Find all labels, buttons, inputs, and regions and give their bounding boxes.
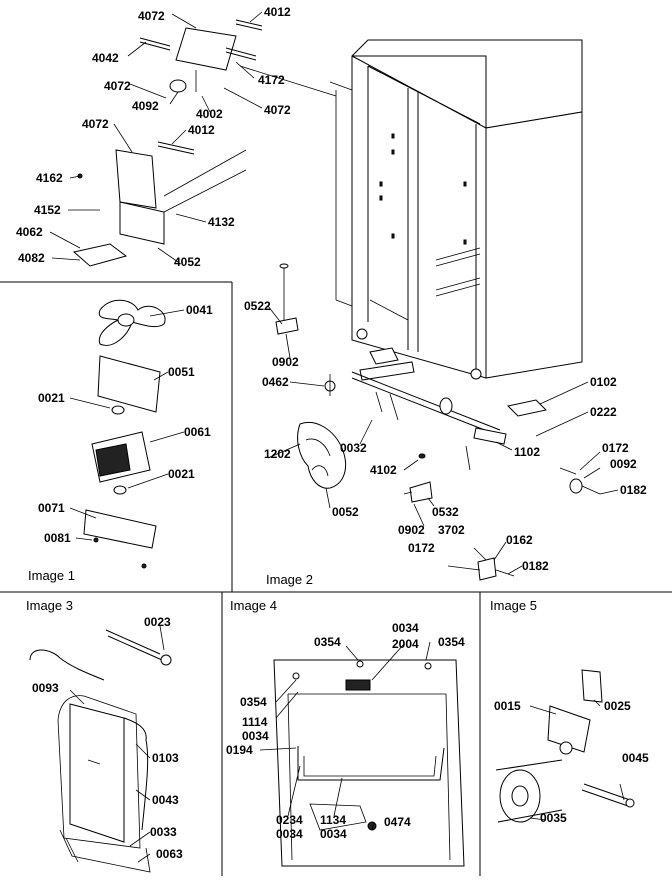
part-label: 4072	[138, 9, 165, 23]
evaporator-fan-bracket-4002	[139, 19, 337, 97]
part-label: 0071	[38, 501, 65, 515]
part-label: 0034	[392, 621, 419, 635]
part-labels: 4072 4012 4042 4172 4072 4092 4002 4072 …	[16, 5, 649, 861]
part-label: 1202	[264, 447, 291, 461]
part-label: 0041	[186, 303, 213, 317]
part-label: 0043	[152, 793, 179, 807]
part-label: 4092	[132, 99, 159, 113]
part-label: 0051	[168, 365, 195, 379]
part-label: 0025	[604, 699, 631, 713]
part-label: 4052	[174, 255, 201, 269]
part-label: 0034	[320, 827, 347, 841]
part-label: 0354	[240, 695, 267, 709]
part-label: 4162	[36, 171, 63, 185]
caption-image-1: Image 1	[28, 568, 75, 583]
caption-image-2: Image 2	[266, 572, 313, 587]
evaporator-coil	[29, 629, 172, 873]
part-label: 0902	[398, 523, 425, 537]
part-label: 0034	[276, 827, 303, 841]
part-label: 0063	[156, 847, 183, 861]
part-label: 0081	[44, 531, 71, 545]
part-label: 4132	[208, 215, 235, 229]
part-label: 0222	[590, 405, 617, 419]
part-label: 4012	[264, 5, 291, 19]
fan-shroud-0052	[297, 422, 346, 489]
part-label: 0052	[332, 505, 359, 519]
part-label: 4172	[258, 73, 285, 87]
refrigerator-cabinet	[329, 39, 583, 380]
part-label: 0032	[340, 441, 367, 455]
part-label: 0234	[276, 813, 303, 827]
part-label: 0194	[226, 743, 253, 757]
part-label: 0061	[184, 425, 211, 439]
part-label: 0182	[522, 559, 549, 573]
part-label: 1114	[242, 715, 268, 729]
part-label: 0035	[540, 811, 567, 825]
part-label: 3702	[438, 523, 465, 537]
part-label: 4012	[188, 123, 215, 137]
part-label: 0102	[590, 375, 617, 389]
caption-image-4: Image 4	[230, 598, 277, 613]
caption-image-3: Image 3	[26, 598, 73, 613]
part-label: 0092	[610, 457, 637, 471]
freezer-back-panel	[273, 659, 465, 867]
part-label: 4002	[196, 107, 223, 121]
part-label: 0172	[602, 441, 629, 455]
part-label: 0462	[262, 375, 289, 389]
part-label: 2004	[392, 637, 419, 651]
part-label: 1134	[320, 813, 346, 827]
image-captions: Image 1 Image 2 Image 3 Image 4 Image 5	[26, 568, 537, 613]
panel-borders	[0, 281, 672, 876]
part-label: 4072	[82, 117, 109, 131]
part-label: 1102	[514, 445, 540, 459]
part-label: 0354	[314, 635, 341, 649]
rollers-and-brackets	[275, 263, 601, 581]
part-label: 0182	[620, 483, 647, 497]
part-label: 0354	[438, 635, 465, 649]
part-label: 0021	[168, 467, 195, 481]
part-label: 4082	[18, 251, 45, 265]
part-label: 4072	[264, 103, 291, 117]
part-label: 0162	[506, 533, 533, 547]
part-label: 0021	[38, 391, 65, 405]
part-label: 0045	[622, 751, 649, 765]
part-label: 0902	[272, 355, 299, 369]
part-label: 0522	[244, 299, 271, 313]
caption-image-5: Image 5	[490, 598, 537, 613]
condenser-fan-assembly	[83, 299, 166, 569]
part-label: 0103	[152, 751, 179, 765]
part-label: 4042	[92, 51, 119, 65]
part-label: 0034	[242, 729, 269, 743]
part-label: 0172	[408, 541, 435, 555]
part-label: 0015	[494, 699, 521, 713]
part-label: 4102	[370, 463, 397, 477]
part-label: 4072	[104, 79, 131, 93]
part-label: 0532	[432, 505, 459, 519]
part-label: 0474	[384, 815, 411, 829]
fan-motor-bracket	[495, 669, 635, 823]
part-label: 0023	[144, 615, 171, 629]
part-label: 4152	[34, 203, 61, 217]
part-label: 0093	[32, 681, 59, 695]
part-label: 0033	[150, 825, 177, 839]
air-duct-4072	[72, 141, 247, 267]
leader-lines	[49, 11, 625, 863]
part-label: 4062	[16, 225, 43, 239]
